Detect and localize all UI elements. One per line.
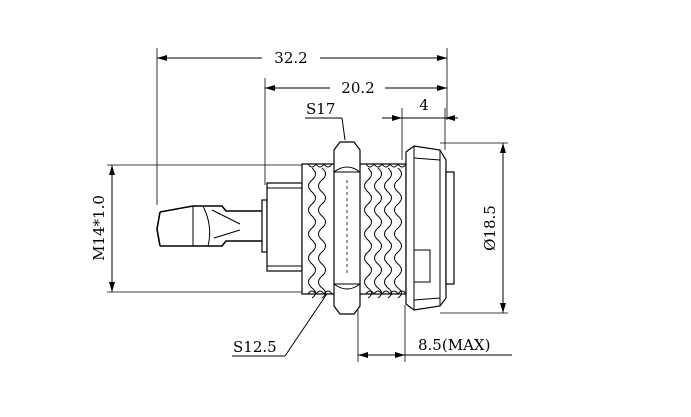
dim-diameter: Ø18.5	[440, 142, 508, 314]
dim-hex-nut: S17	[305, 100, 346, 141]
dim-thread: M14*1.0	[90, 164, 335, 293]
body-length-label: 20.2	[341, 79, 374, 97]
hex-nut	[333, 141, 361, 315]
dim-body-length: 20.2	[264, 78, 447, 185]
hex-small-label: S12.5	[233, 338, 277, 356]
thread-ridges-top	[307, 163, 407, 168]
rear-collar	[261, 182, 303, 272]
max-length-label: 8.5(MAX)	[418, 336, 490, 354]
hex-nut-label: S17	[306, 100, 335, 118]
overall-length-label: 32.2	[274, 49, 307, 67]
dim-max-length: 8.5(MAX)	[357, 305, 512, 362]
diameter-label: Ø18.5	[481, 205, 499, 251]
thread-label: M14*1.0	[90, 195, 108, 261]
flange-width-label: 4	[419, 96, 429, 114]
thread-ridges-mid	[308, 167, 402, 299]
thread-ridges-bottom	[307, 290, 407, 295]
dim-overall-length: 32.2	[156, 48, 448, 205]
rear-pin	[156, 205, 262, 247]
front-flange	[405, 145, 455, 311]
